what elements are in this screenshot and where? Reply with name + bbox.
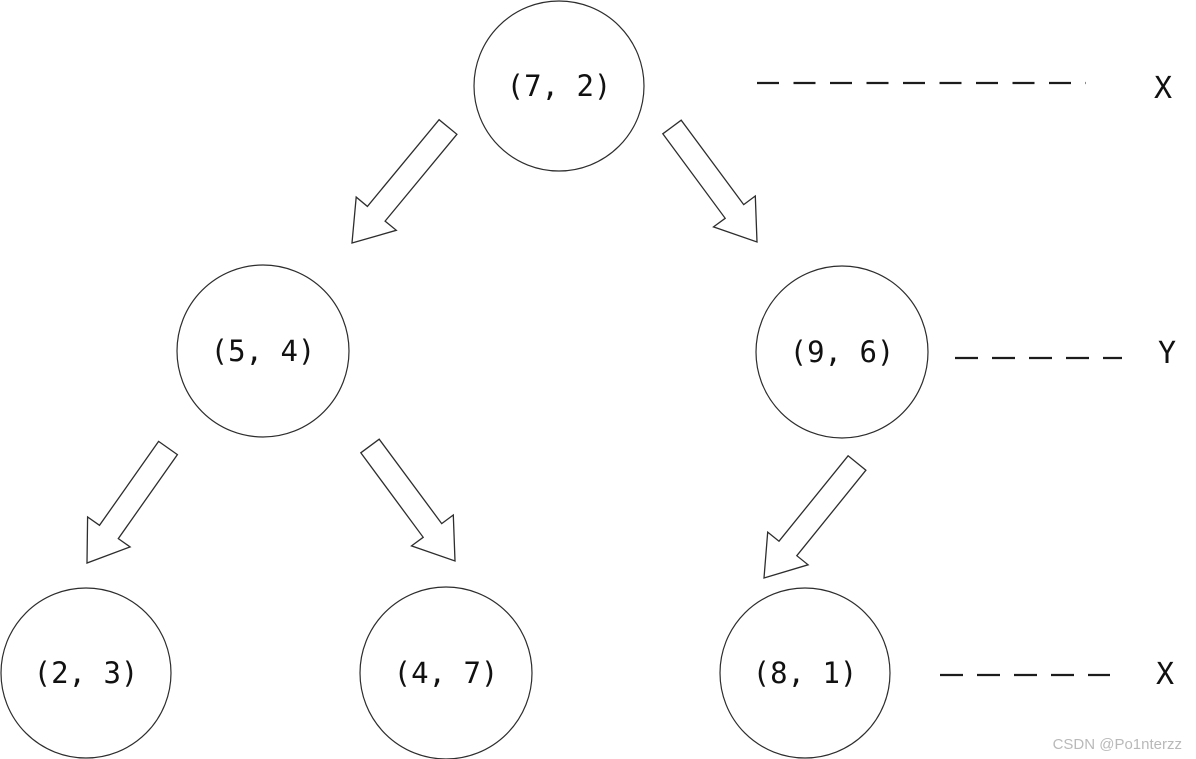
level-marker-2: X <box>940 657 1174 692</box>
tree-node-label: (5, 4) <box>211 334 316 368</box>
tree-node-circle <box>176 264 350 438</box>
axis-label: X <box>1154 71 1172 106</box>
tree-arrows <box>86 118 867 579</box>
tree-node-left: (5, 4) <box>176 264 350 438</box>
block-arrow-left-to-left-right <box>359 438 456 562</box>
block-arrow-root-to-left <box>351 118 458 244</box>
tree-nodes: (7, 2) (5, 4) (9, 6) (2, 3) (4, 7) (8, 1) <box>0 0 929 759</box>
block-arrow-right-to-right-left <box>763 454 867 579</box>
block-arrow-left-to-left-left <box>86 440 179 564</box>
tree-node-right-left: (8, 1) <box>719 587 891 759</box>
tree-node-left-left: (2, 3) <box>0 587 172 759</box>
tree-node-label: (8, 1) <box>753 656 858 690</box>
tree-node-circle <box>359 586 533 759</box>
tree-node-label: (4, 7) <box>394 656 499 690</box>
level-markers: X Y X <box>757 71 1176 692</box>
tree-node-label: (2, 3) <box>34 656 139 690</box>
tree-node-circle <box>473 0 645 172</box>
tree-node-right: (9, 6) <box>755 265 929 439</box>
tree-node-left-right: (4, 7) <box>359 586 533 759</box>
axis-label: Y <box>1158 336 1176 371</box>
tree-node-label: (9, 6) <box>790 335 895 369</box>
watermark: CSDN @Po1nterzz <box>1052 736 1182 753</box>
level-marker-1: Y <box>955 336 1176 371</box>
tree-node-circle <box>719 587 891 759</box>
tree-node-circle <box>755 265 929 439</box>
tree-node-label: (7, 2) <box>507 69 612 103</box>
block-arrow-root-to-right <box>661 119 758 243</box>
level-marker-0: X <box>757 71 1172 106</box>
tree-node-circle <box>0 587 172 759</box>
axis-label: X <box>1156 657 1174 692</box>
tree-node-root: (7, 2) <box>473 0 645 172</box>
